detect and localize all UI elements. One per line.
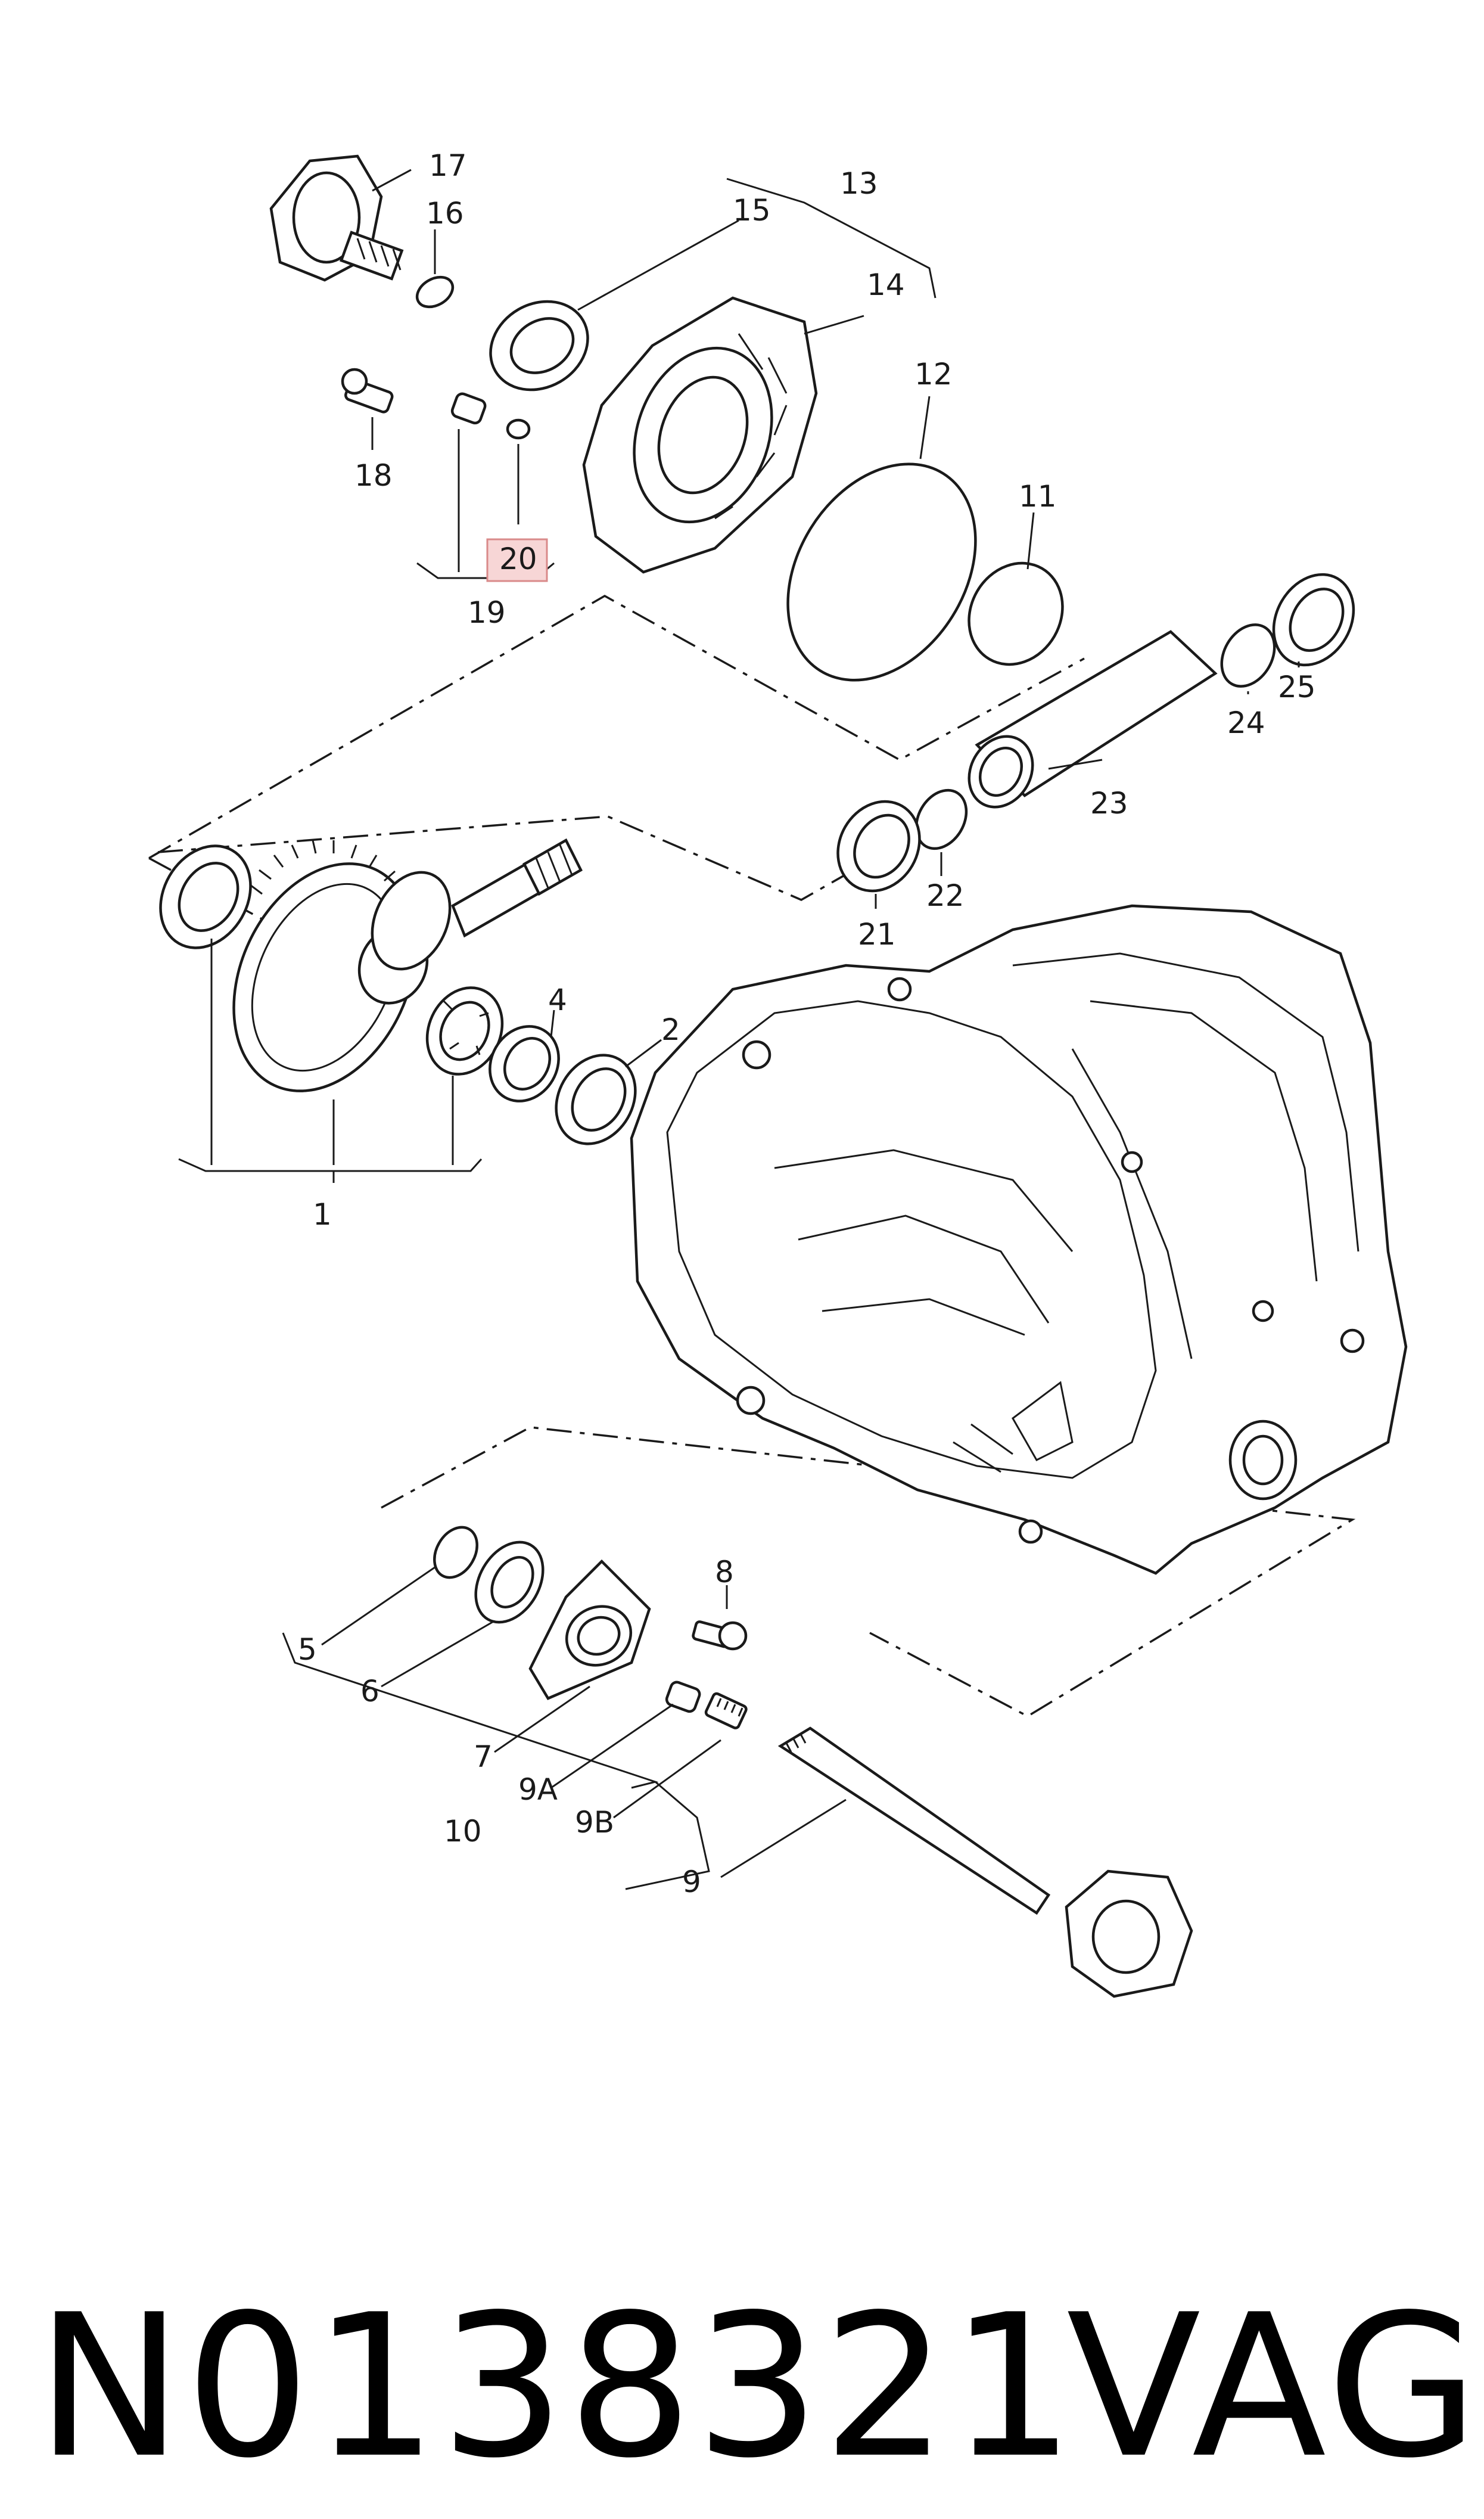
part-16-ring[interactable]	[412, 271, 458, 313]
callout-22[interactable]: 22	[926, 878, 965, 913]
part-7-flange-plate[interactable]	[528, 1559, 651, 1700]
callout-20[interactable]: 20	[499, 542, 537, 576]
part-5-ring[interactable]	[426, 1520, 486, 1585]
part-22-ring[interactable]	[906, 781, 976, 858]
part-17-flange[interactable]	[269, 154, 404, 282]
part-21-seal[interactable]	[822, 787, 936, 906]
callout-12[interactable]: 12	[914, 357, 953, 392]
part-1-gear-set[interactable]	[142, 830, 583, 1120]
callout-13[interactable]: 13	[840, 166, 878, 201]
footer: N0138321 VAG	[0, 2205, 1484, 2519]
callout-21[interactable]: 21	[858, 917, 896, 952]
part-19-bushing[interactable]	[450, 392, 487, 425]
lower-assembly-outline	[381, 1426, 1356, 1718]
part-12-o-ring[interactable]	[749, 429, 1014, 715]
exploded-parts-diagram: 17 16 15 13 14 12 11 18 20 19 25 24 23 2…	[142, 148, 1408, 1998]
callout-23[interactable]: 23	[1090, 786, 1128, 821]
gearbox-housing[interactable]	[630, 904, 1408, 1575]
callout-7[interactable]: 7	[474, 1740, 493, 1774]
part-4-ring[interactable]	[477, 1014, 572, 1114]
callout-24[interactable]: 24	[1227, 706, 1265, 740]
callout-20-highlight	[486, 538, 548, 582]
part-25-seal[interactable]	[1258, 560, 1369, 680]
callout-4[interactable]: 4	[548, 983, 567, 1017]
part-8-bolt[interactable]	[692, 1620, 748, 1651]
part-6-bearing[interactable]	[462, 1530, 557, 1635]
callout-1[interactable]: 1	[313, 1197, 332, 1232]
part-20-ring[interactable]	[506, 418, 531, 440]
part-15-seal[interactable]	[474, 284, 603, 407]
callout-6[interactable]: 6	[360, 1674, 379, 1709]
part-23-tube[interactable]	[957, 630, 1218, 819]
callout-16[interactable]: 16	[426, 196, 464, 231]
callout-labels: 17 16 15 13 14 12 11 18 20 19 25 24 23 2…	[298, 148, 1316, 1899]
part-9b-spring[interactable]	[704, 1692, 748, 1729]
part-9-drive-shaft[interactable]	[777, 1726, 1193, 1998]
callout-17[interactable]: 17	[429, 148, 467, 183]
callout-5[interactable]: 5	[298, 1632, 317, 1667]
callout-11[interactable]: 11	[1019, 479, 1057, 514]
callout-19[interactable]: 19	[468, 595, 506, 630]
callout-9[interactable]: 9	[682, 1865, 701, 1899]
callout-18[interactable]: 18	[354, 458, 393, 493]
callout-10[interactable]: 10	[444, 1814, 482, 1849]
callout-14[interactable]: 14	[867, 268, 905, 302]
part-14-cover[interactable]	[582, 296, 818, 574]
callout-2[interactable]: 2	[661, 1012, 680, 1047]
part-24-ring[interactable]	[1211, 615, 1285, 695]
part-number: N0138321	[36, 2272, 1078, 2501]
part-2-seal[interactable]	[540, 1040, 651, 1158]
callout-8[interactable]: 8	[715, 1555, 734, 1589]
callout-15[interactable]: 15	[733, 193, 771, 228]
part-9a-bushing[interactable]	[665, 1681, 701, 1713]
brand-label: VAG	[1066, 2272, 1483, 2501]
callout-25[interactable]: 25	[1278, 670, 1316, 704]
part-18-bolt[interactable]	[341, 368, 394, 414]
part-11-ring[interactable]	[951, 546, 1081, 681]
callout-9b[interactable]: 9B	[575, 1805, 614, 1840]
callout-9a[interactable]: 9A	[518, 1772, 558, 1807]
leader-lines	[178, 169, 1300, 1890]
